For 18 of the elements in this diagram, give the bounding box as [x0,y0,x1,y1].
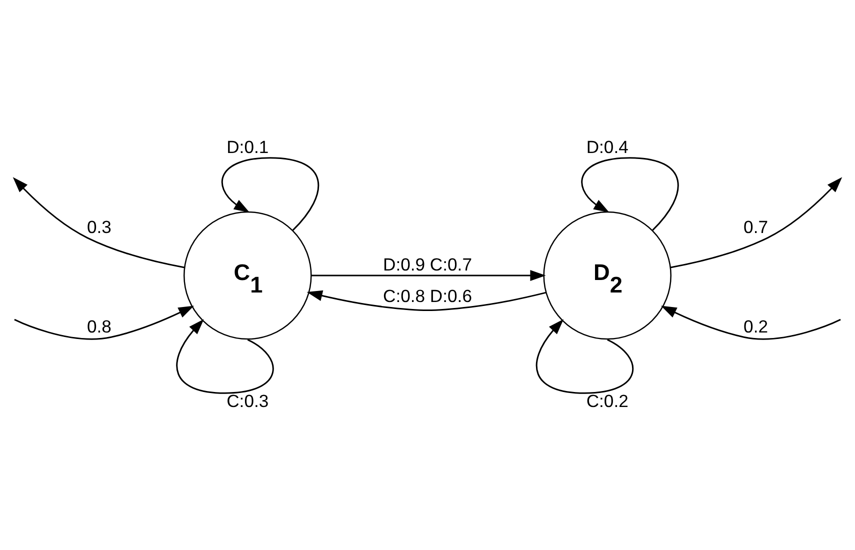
arrow [306,290,546,310]
edge-label: 0.7 [744,216,768,236]
arrow [176,318,274,394]
arrow [660,305,841,340]
edge-label: C:0.2 [586,390,628,411]
edge-label: D:0.4 [586,136,628,157]
edge-label: D:0.9 C:0.7 [383,254,472,274]
arrow [14,305,194,340]
edge-label: 0.8 [86,316,112,336]
edge-label: C:0.8 D:0.6 [383,286,472,306]
edge-label: C:0.3 [226,390,269,411]
arrow [12,176,185,268]
edge-label: 0.2 [744,316,768,336]
arrow [536,318,634,394]
edge-label: 0.3 [86,216,112,236]
arrow [670,176,842,268]
edge-label: D:0.1 [226,136,269,157]
arrow [312,270,546,280]
